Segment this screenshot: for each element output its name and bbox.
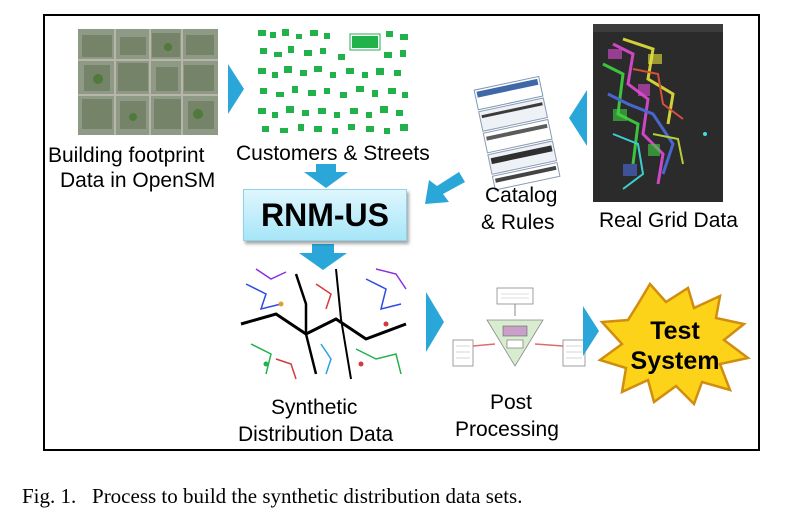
synthetic-label-line2: Distribution Data [238, 423, 394, 446]
test-system-label-line2: System [630, 347, 720, 375]
post-processing-label-line2: Processing [455, 418, 559, 441]
arrow-post-to-test [583, 306, 599, 356]
post-processing-image [452, 287, 586, 367]
customers-streets-label: Customers & Streets [236, 142, 430, 165]
catalog-label-line1: Catalog [485, 184, 558, 207]
test-system-star [597, 281, 751, 407]
customers-streets-image [254, 26, 414, 138]
rnm-us-box: RNM-US [243, 189, 407, 241]
figure-caption: Fig. 1. Process to build the synthetic d… [22, 484, 523, 508]
real-grid-label: Real Grid Data [599, 209, 738, 232]
satellite-image [78, 29, 218, 135]
test-system-label-line1: Test [650, 317, 700, 345]
catalog-documents-image [473, 75, 561, 191]
catalog-label-line2: & Rules [481, 211, 555, 234]
synthetic-label-line1: Synthetic [271, 396, 358, 419]
building-footprint-label-line2: Data in OpenSM [60, 169, 216, 192]
arrow-catalog-to-rnm [425, 172, 465, 204]
arrow-customers-to-rnm [304, 164, 348, 188]
building-footprint-label-line1: Building footprint [48, 144, 205, 167]
arrow-rnm-to-synthetic [299, 244, 347, 270]
post-processing-label-line1: Post [490, 391, 533, 414]
arrow-synthetic-to-post [426, 292, 444, 352]
arrow-realgrid-to-catalog [569, 90, 587, 146]
synthetic-distribution-image [236, 264, 414, 384]
real-grid-image [593, 24, 723, 202]
arrow-satellite-to-customers [228, 64, 244, 114]
